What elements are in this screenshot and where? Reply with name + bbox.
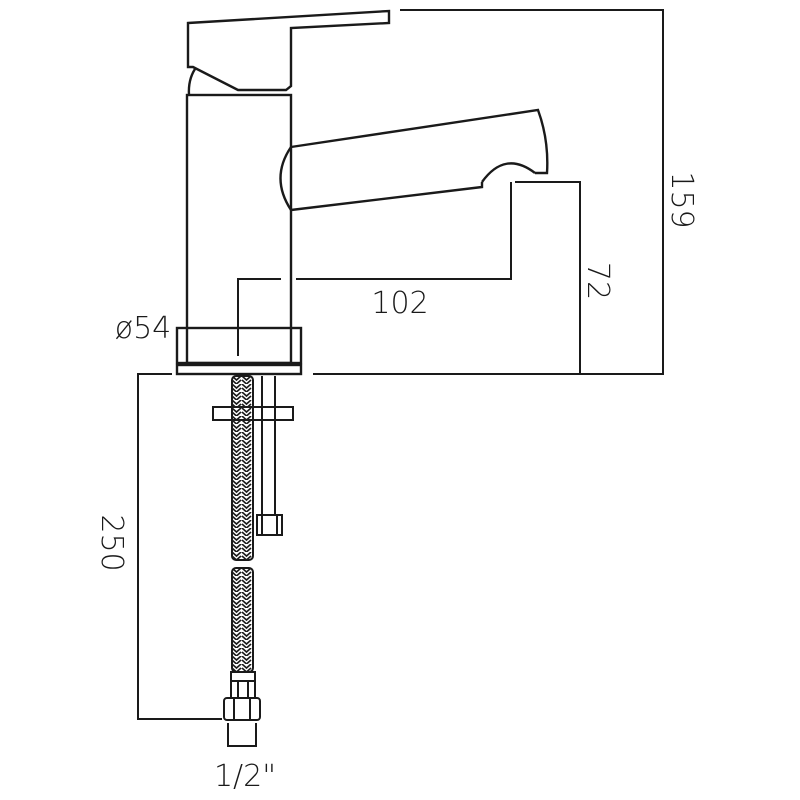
spout-height-dimension xyxy=(515,181,581,374)
reach-label: 102 xyxy=(371,286,428,321)
connection-size-label: 1/2" xyxy=(214,759,276,794)
overall-height-dimension xyxy=(313,9,664,375)
lever-handle xyxy=(186,9,391,96)
hose-length-dimension xyxy=(137,373,222,720)
fixing-rod xyxy=(256,376,283,536)
base-diameter-label: ø54 xyxy=(115,311,172,346)
reach-dimension xyxy=(237,182,512,356)
hose-length-label: 250 xyxy=(94,514,129,571)
spout xyxy=(279,108,549,212)
flexible-hose xyxy=(223,375,261,747)
fixing-washer xyxy=(212,406,294,421)
overall-height-label: 159 xyxy=(664,171,699,228)
spout-height-label: 72 xyxy=(580,262,615,300)
